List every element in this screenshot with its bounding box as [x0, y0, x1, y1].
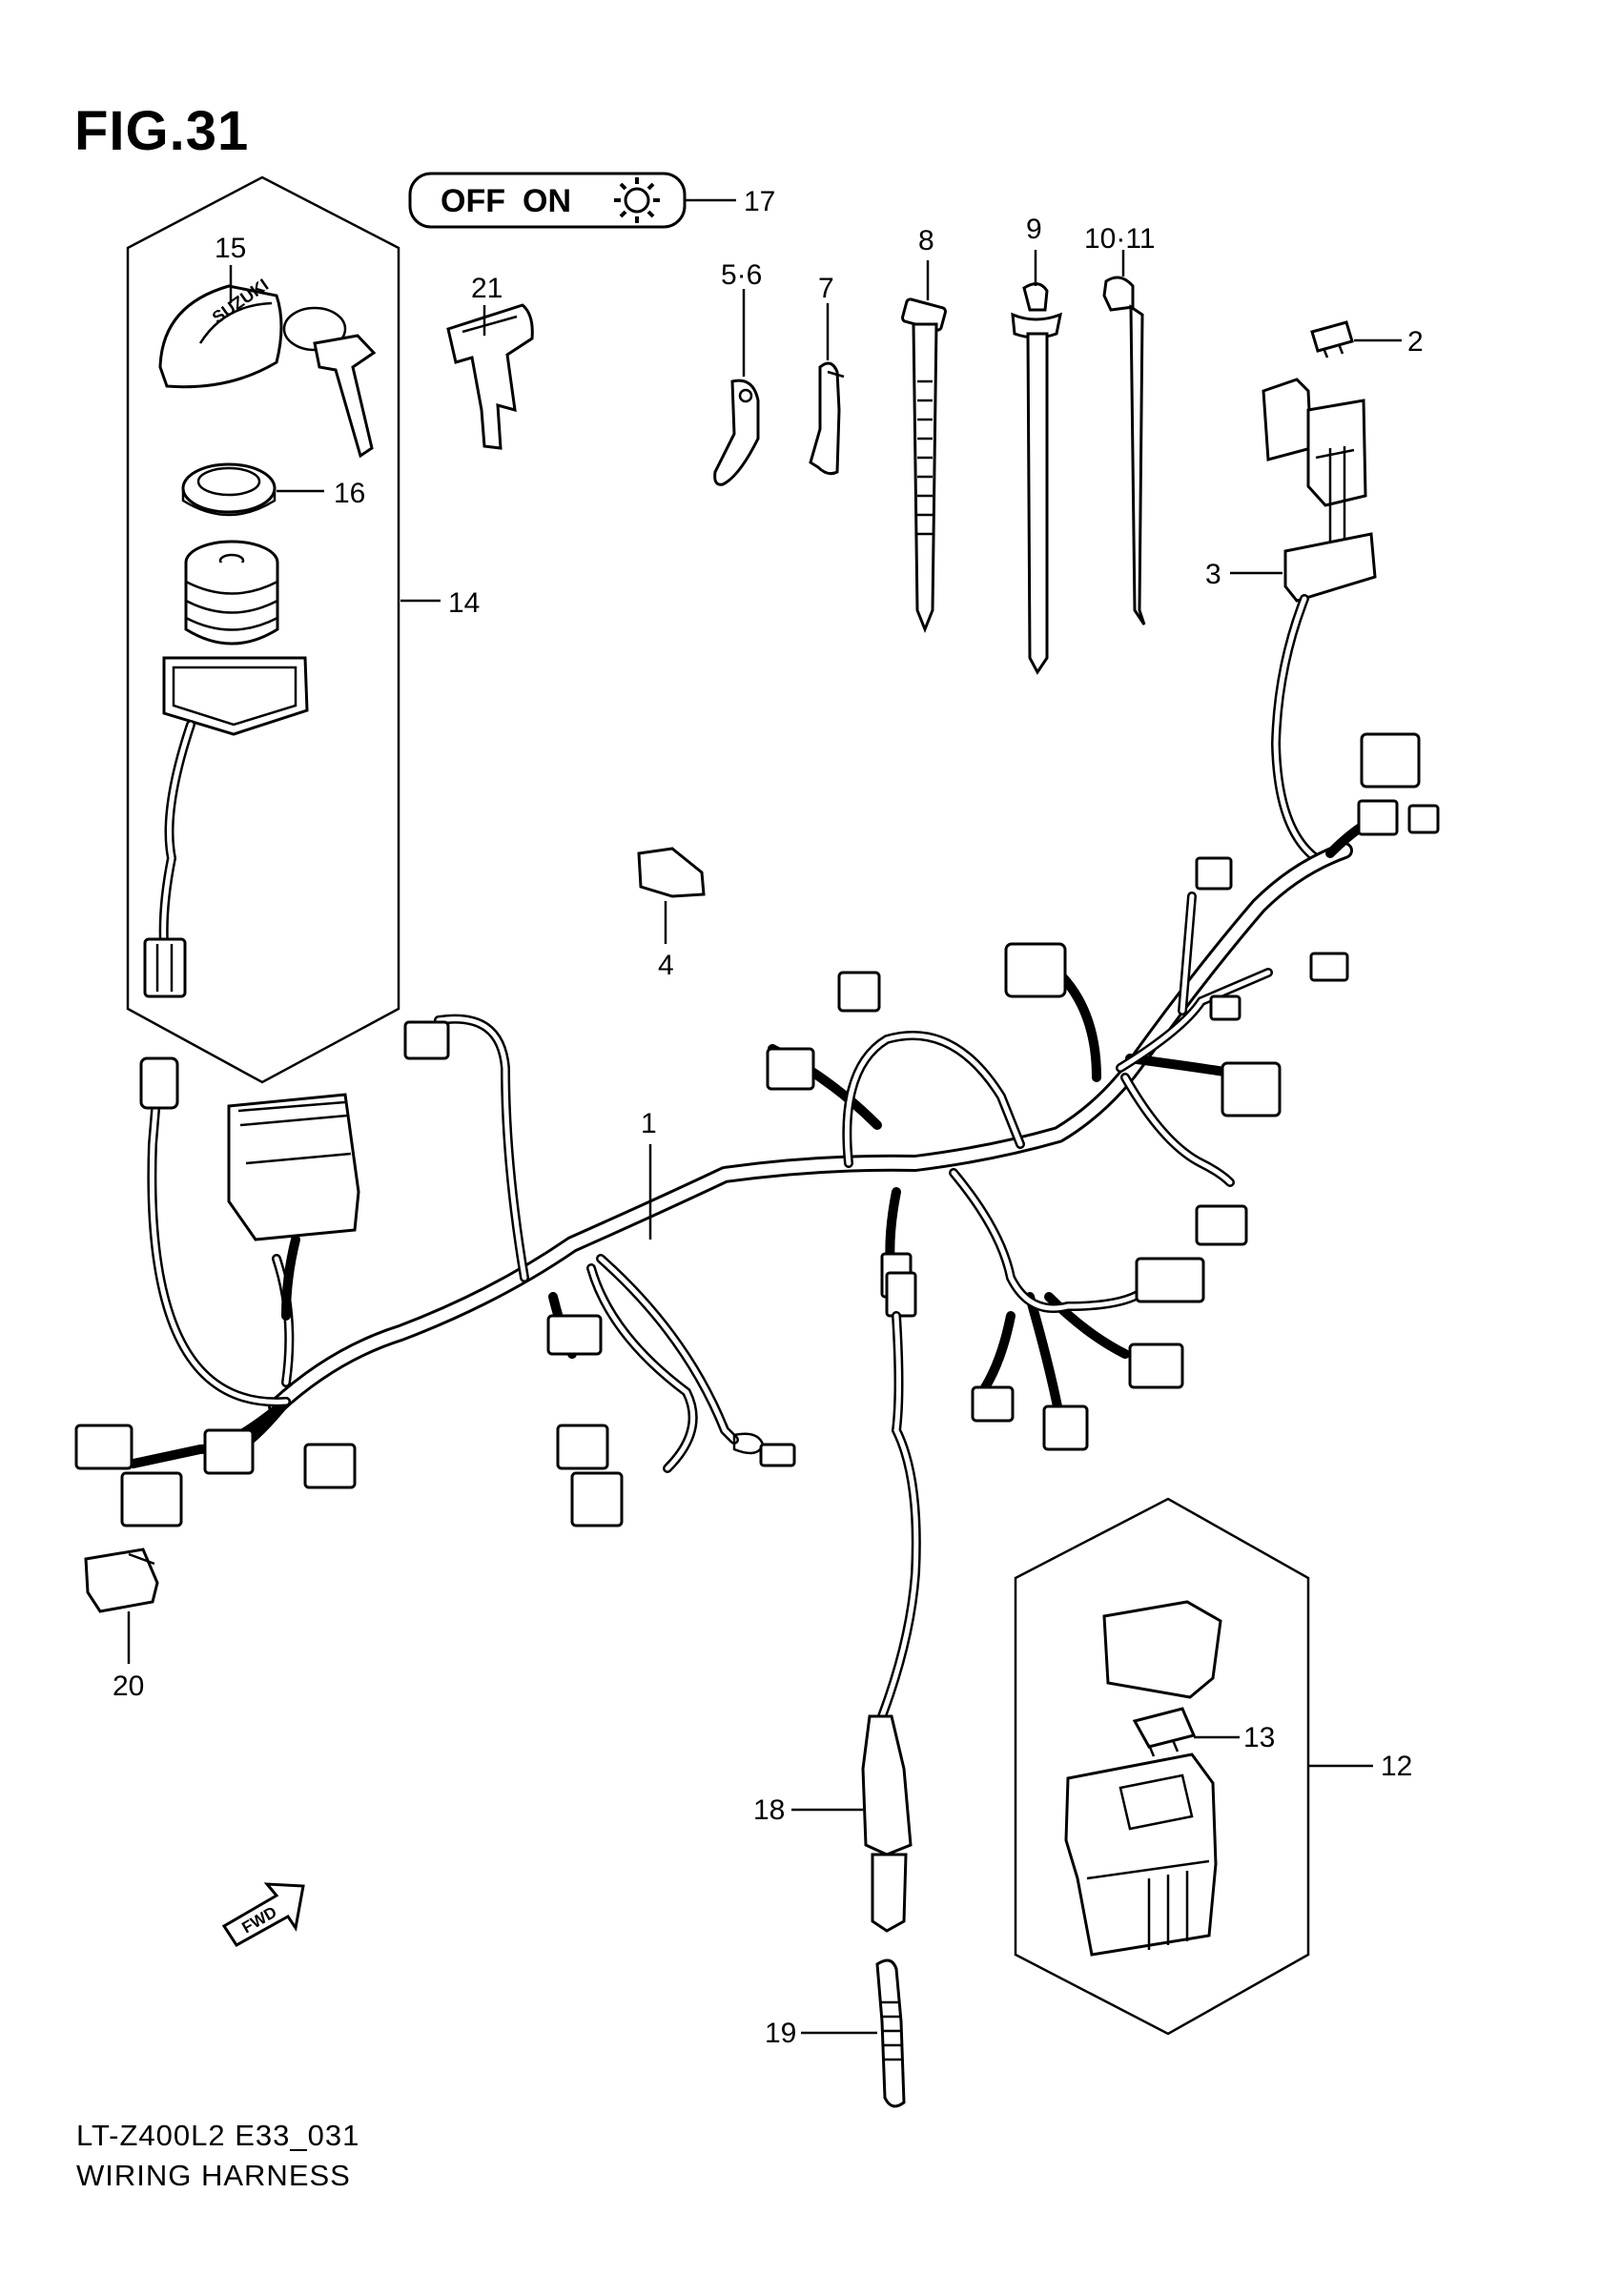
forward-direction-arrow: FWD	[221, 1882, 305, 1947]
decal-on-label: ON	[523, 183, 571, 219]
ignition-switch-nut[interactable]	[181, 462, 277, 517]
callout-15: 15	[215, 233, 246, 264]
ignition-key-cap[interactable]: SUZUKI	[158, 275, 377, 459]
callout-21: 21	[471, 273, 503, 304]
harness-clamp-7[interactable]	[809, 361, 845, 476]
callout-2: 2	[1407, 326, 1424, 358]
fuse-holder-3[interactable]	[1262, 378, 1377, 863]
callout-16: 16	[334, 478, 365, 509]
light-icon	[614, 177, 660, 223]
relay-cover[interactable]	[1102, 1600, 1222, 1699]
callout-1: 1	[641, 1108, 657, 1139]
callout-9: 9	[1026, 214, 1042, 245]
callout-17: 17	[744, 186, 775, 217]
harness-clamp-5-6[interactable]	[713, 379, 760, 486]
sensor-cap-19[interactable]	[875, 1958, 906, 2108]
cable-tie-8[interactable]	[901, 297, 947, 634]
fuse-13[interactable]	[1132, 1707, 1197, 1757]
cable-tie-10-11[interactable]	[1102, 276, 1146, 625]
callout-leaders	[127, 198, 1402, 2035]
connector-cap-4[interactable]	[637, 847, 706, 898]
relay-assembly-box	[1014, 1497, 1310, 2036]
callout-7: 7	[818, 273, 834, 304]
callout-8: 8	[918, 225, 934, 256]
model-code: LT-Z400L2 E33_031	[76, 2119, 360, 2152]
callout-3: 3	[1205, 559, 1221, 590]
callout-14: 14	[448, 587, 480, 619]
connector-20[interactable]	[84, 1548, 159, 1613]
ignition-key-blank[interactable]	[446, 303, 534, 450]
push-mount-tie-9[interactable]	[1011, 282, 1063, 675]
ignition-switch-assembly-box	[126, 175, 400, 1084]
figure-title: FIG.31	[74, 100, 250, 162]
callout-18: 18	[753, 1794, 785, 1826]
switch-decal-off-on: OFF ON	[408, 172, 687, 229]
callout-4: 4	[658, 950, 674, 981]
callout-10-11: 10·11	[1084, 223, 1156, 255]
relay-unit[interactable]	[1064, 1753, 1218, 1957]
callout-13: 13	[1243, 1722, 1275, 1753]
sensor-18[interactable]	[861, 1311, 921, 1933]
callout-19: 19	[765, 2018, 796, 2049]
callout-labels: 1 2 3 4 5·6 7 8 9 10·11 12 13 14 15 16 1…	[113, 186, 1424, 2049]
harness-connectors[interactable]	[74, 732, 1440, 1527]
decal-off-label: OFF	[441, 183, 505, 219]
diagram-caption: WIRING HARNESS	[76, 2159, 351, 2192]
ignition-switch-body[interactable]	[143, 540, 309, 998]
callout-20: 20	[113, 1671, 144, 1702]
callout-5-6: 5·6	[721, 259, 762, 291]
callout-12: 12	[1381, 1751, 1412, 1782]
fuse-2[interactable]	[1310, 320, 1354, 359]
